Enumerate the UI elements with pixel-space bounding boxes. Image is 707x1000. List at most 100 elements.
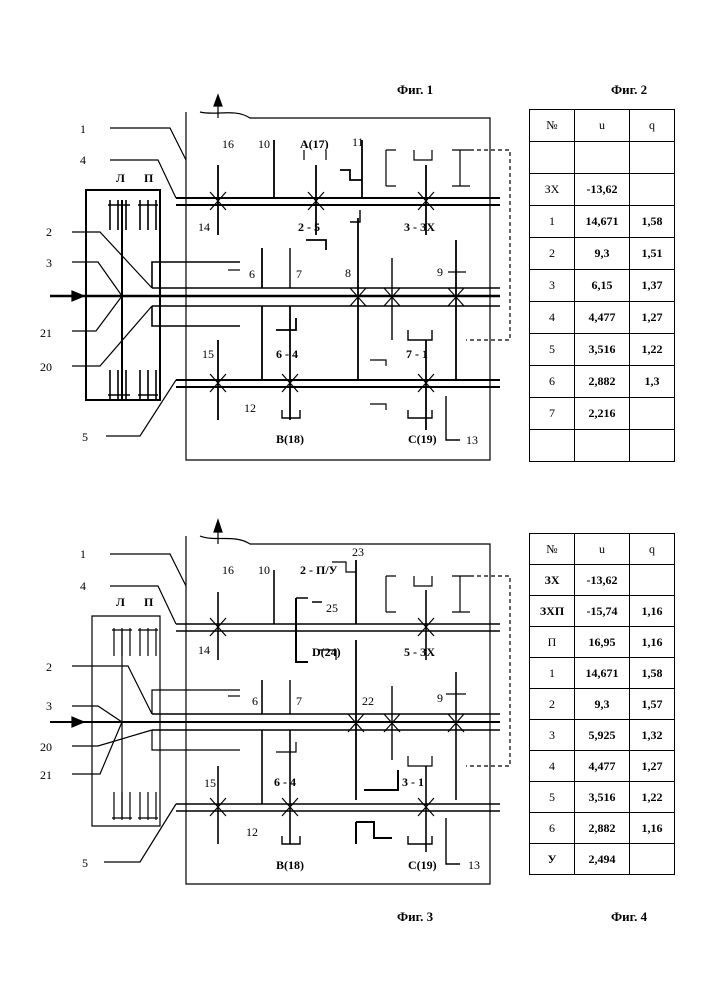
label-20: 20 bbox=[40, 740, 52, 754]
label-21: 21 bbox=[40, 768, 52, 782]
cell-q: 1,32 bbox=[630, 720, 675, 751]
label-25: 25 bbox=[326, 601, 338, 615]
label-clutch-L: Л bbox=[116, 595, 125, 609]
table-row: 53,5161,22 bbox=[530, 334, 675, 366]
table-row: У2,494 bbox=[530, 844, 675, 875]
cell-q: 1,37 bbox=[630, 270, 675, 302]
cell-q bbox=[630, 565, 675, 596]
cell-q: 1,16 bbox=[630, 813, 675, 844]
label-gears-2-PU: 2 - П/У bbox=[300, 563, 338, 577]
cell-q bbox=[630, 844, 675, 875]
label-synchro-B: B(18) bbox=[276, 432, 304, 446]
label-7: 7 bbox=[296, 694, 302, 708]
header-u: u bbox=[575, 110, 630, 142]
label-14: 14 bbox=[198, 220, 210, 234]
label-9: 9 bbox=[437, 265, 443, 279]
header-q: q bbox=[630, 110, 675, 142]
label-13: 13 bbox=[468, 858, 480, 872]
label-gears-5-ZX: 5 - ЗХ bbox=[404, 645, 435, 659]
cell-gear bbox=[530, 142, 575, 174]
label-6: 6 bbox=[249, 267, 255, 281]
label-clutch-P: П bbox=[144, 595, 154, 609]
label-9: 9 bbox=[437, 691, 443, 705]
cell-q: 1,3 bbox=[630, 366, 675, 398]
cell-u: 2,882 bbox=[575, 813, 630, 844]
table-row: 35,9251,32 bbox=[530, 720, 675, 751]
label-synchro-D: D(24) bbox=[312, 645, 341, 659]
label-gears-3-ZX: 3 - ЗХ bbox=[404, 220, 435, 234]
label-clutch-P: П bbox=[144, 171, 154, 185]
table-row bbox=[530, 142, 675, 174]
cell-u: 14,671 bbox=[575, 206, 630, 238]
table-row: 44,4771,27 bbox=[530, 751, 675, 782]
table-row: ЗХП-15,741,16 bbox=[530, 596, 675, 627]
cell-q: 1,16 bbox=[630, 596, 675, 627]
cell-gear: П bbox=[530, 627, 575, 658]
header-u: u bbox=[575, 534, 630, 565]
table-header-row: № u q bbox=[530, 534, 675, 565]
label-synchro-C: C(19) bbox=[408, 432, 437, 446]
label-12: 12 bbox=[244, 401, 256, 415]
table-row: ЗХ-13,62 bbox=[530, 565, 675, 596]
label-14: 14 bbox=[198, 643, 210, 657]
cell-u: 5,925 bbox=[575, 720, 630, 751]
cell-gear: 3 bbox=[530, 270, 575, 302]
cell-gear: 3 bbox=[530, 720, 575, 751]
table-row: 29,31,51 bbox=[530, 238, 675, 270]
cell-q: 1,57 bbox=[630, 689, 675, 720]
table-row: П16,951,16 bbox=[530, 627, 675, 658]
label-synchro-B: B(18) bbox=[276, 858, 304, 872]
cell-u: 3,516 bbox=[575, 334, 630, 366]
cell-u: -13,62 bbox=[575, 174, 630, 206]
cell-u: 4,477 bbox=[575, 302, 630, 334]
label-15: 15 bbox=[204, 776, 216, 790]
cell-gear: 1 bbox=[530, 206, 575, 238]
label-1: 1 bbox=[80, 547, 86, 561]
label-gears-6-4: 6 - 4 bbox=[274, 775, 296, 789]
cell-q: 1,58 bbox=[630, 206, 675, 238]
label-13: 13 bbox=[466, 433, 478, 447]
cell-u: 4,477 bbox=[575, 751, 630, 782]
label-21: 21 bbox=[40, 326, 52, 340]
cell-u: 14,671 bbox=[575, 658, 630, 689]
header-q: q bbox=[630, 534, 675, 565]
label-8: 8 bbox=[345, 266, 351, 280]
cell-u: 3,516 bbox=[575, 782, 630, 813]
label-gears-2-5: 2 - 5 bbox=[298, 220, 320, 234]
table-row bbox=[530, 430, 675, 462]
label-3: 3 bbox=[46, 256, 52, 270]
label-synchro-C: C(19) bbox=[408, 858, 437, 872]
cell-gear: 4 bbox=[530, 302, 575, 334]
gear-ratio-table-fig2: № u q ЗХ-13,62 114,6711,58 29,31,51 36,1… bbox=[529, 109, 675, 462]
cell-u bbox=[575, 142, 630, 174]
label-gears-6-4: 6 - 4 bbox=[276, 347, 298, 361]
cell-gear: 6 bbox=[530, 366, 575, 398]
cell-gear bbox=[530, 430, 575, 462]
label-4: 4 bbox=[80, 579, 86, 593]
cell-gear: 5 bbox=[530, 334, 575, 366]
label-3: 3 bbox=[46, 699, 52, 713]
label-12: 12 bbox=[246, 825, 258, 839]
table-row: 114,6711,58 bbox=[530, 658, 675, 689]
label-11: 11 bbox=[352, 135, 364, 149]
label-23: 23 bbox=[352, 545, 364, 559]
table-row: 114,6711,58 bbox=[530, 206, 675, 238]
cell-gear: 5 bbox=[530, 782, 575, 813]
label-10: 10 bbox=[258, 563, 270, 577]
cell-gear: ЗХ bbox=[530, 174, 575, 206]
cell-u: 2,882 bbox=[575, 366, 630, 398]
cell-gear: 2 bbox=[530, 689, 575, 720]
cell-u: 9,3 bbox=[575, 238, 630, 270]
cell-u: -15,74 bbox=[575, 596, 630, 627]
cell-gear: 4 bbox=[530, 751, 575, 782]
label-5: 5 bbox=[82, 856, 88, 870]
cell-gear: ЗХ bbox=[530, 565, 575, 596]
table-header-row: № u q bbox=[530, 110, 675, 142]
cell-q: 1,22 bbox=[630, 782, 675, 813]
table-row: 29,31,57 bbox=[530, 689, 675, 720]
cell-q bbox=[630, 430, 675, 462]
cell-gear: 2 bbox=[530, 238, 575, 270]
table-row: 53,5161,22 bbox=[530, 782, 675, 813]
label-7: 7 bbox=[296, 267, 302, 281]
gear-ratio-table-fig4: № u q ЗХ-13,62 ЗХП-15,741,16 П16,951,16 … bbox=[529, 533, 675, 875]
